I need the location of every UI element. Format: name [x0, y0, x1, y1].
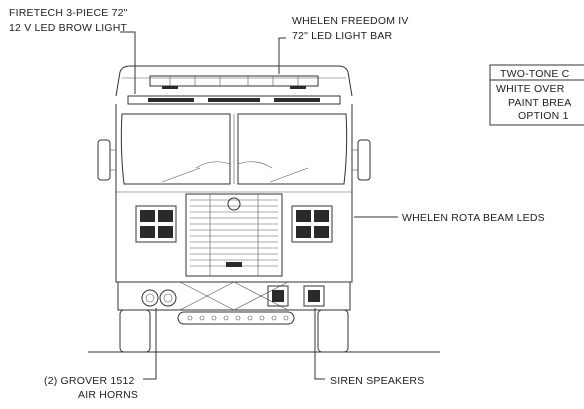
left-mirror — [97, 139, 116, 181]
bumper — [117, 281, 351, 311]
light-bar — [149, 75, 319, 89]
paint-note-line-2: WHITE OVER — [496, 83, 565, 95]
paint-note-line-4: OPTION 1 — [518, 110, 569, 122]
front-step — [177, 311, 295, 325]
dash-lights — [195, 161, 273, 169]
grille — [185, 193, 283, 277]
wipers — [161, 167, 309, 183]
leaders — [120, 31, 398, 380]
label-light-bar-2: 72" LED LIGHT BAR — [292, 30, 393, 42]
label-brow-light-1: FIRETECH 3-PIECE 72" — [9, 7, 128, 19]
right-mirror — [352, 139, 371, 181]
cab-roof — [115, 65, 353, 97]
air-horns — [141, 289, 177, 307]
siren-speakers — [267, 285, 325, 307]
label-light-bar-1: WHELEN FREEDOM IV — [292, 15, 409, 27]
label-air-horns-2: AIR HORNS — [78, 389, 138, 401]
paint-note-box: TWO-TONE C WHITE OVER PAINT BREA OPTION … — [489, 64, 584, 126]
label-air-horns-1: (2) GROVER 1512 — [44, 375, 135, 387]
windshield — [120, 113, 348, 185]
right-light-cluster — [291, 205, 333, 243]
label-siren: SIREN SPEAKERS — [330, 375, 424, 387]
paint-note-line-3: PAINT BREA — [508, 97, 571, 109]
label-brow-light-2: 12 V LED BROW LIGHT — [9, 22, 128, 34]
brow-light — [127, 95, 341, 105]
label-rota-beam: WHELEN ROTA BEAM LEDS — [402, 212, 545, 224]
left-light-cluster — [135, 205, 177, 243]
paint-note-line-1: TWO-TONE C — [500, 68, 570, 80]
tires — [119, 309, 349, 353]
